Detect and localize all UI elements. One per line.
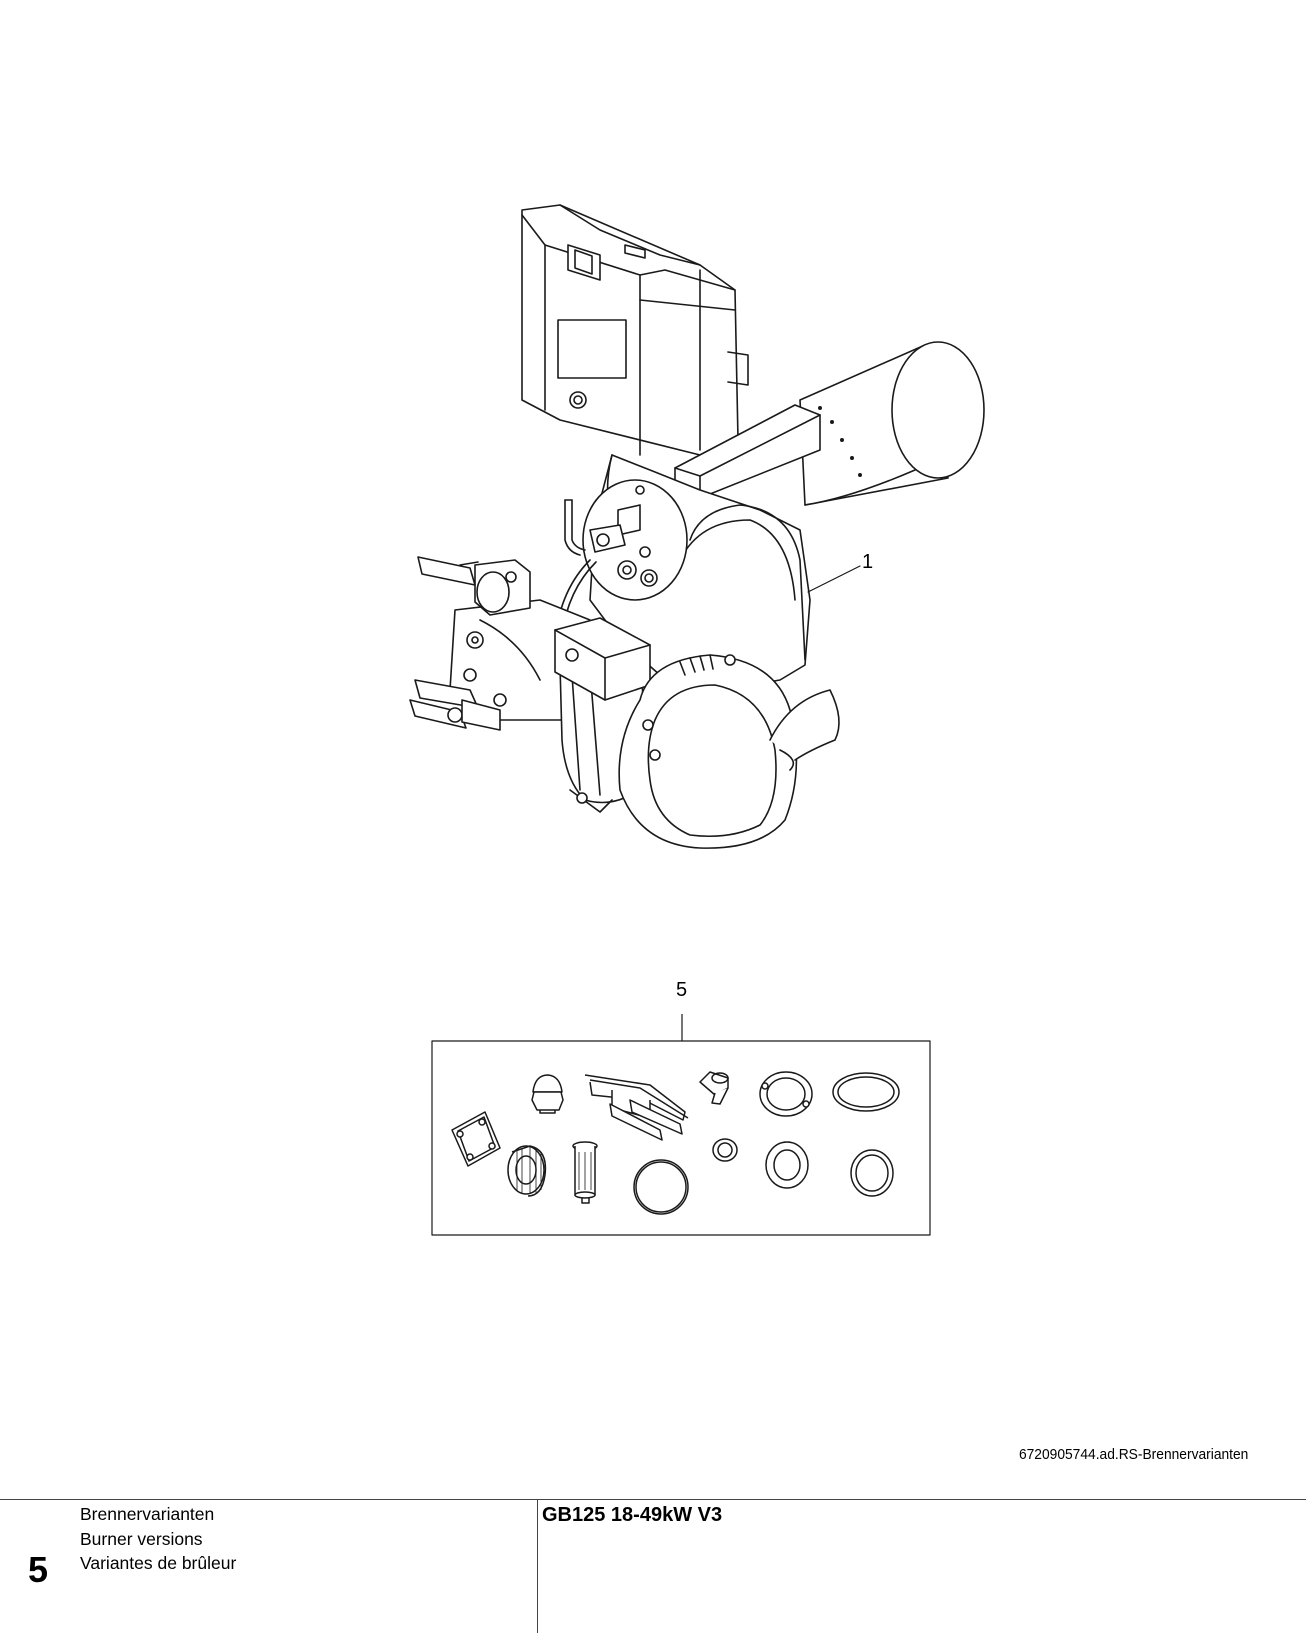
title-french: Variantes de brûleur (80, 1553, 237, 1573)
drawing-reference: 6720905744.ad.RS-Brennervarianten (1018, 1446, 1248, 1463)
section-titles: Brennervarianten Burner versions Variant… (80, 1502, 236, 1576)
sealing-ring-part (850, 1149, 894, 1197)
title-german: Brennervarianten (80, 1504, 215, 1524)
small-sealing-ring-part (712, 1138, 738, 1162)
page-number: 5 (28, 1549, 49, 1590)
callout-label-5: 5 (676, 979, 688, 1001)
large-o-ring-part (832, 1072, 900, 1112)
coupling-part (507, 1145, 547, 1197)
flat-washer-part (765, 1141, 809, 1189)
flange-gasket-part (759, 1071, 813, 1117)
oil-filter-part (572, 1141, 598, 1204)
air-intake (618, 654, 840, 849)
thin-o-ring-part (633, 1159, 689, 1215)
callout-leader-1 (807, 565, 861, 593)
solenoid-valve (417, 556, 531, 616)
blast-tube (799, 341, 985, 506)
burner-assembly (409, 204, 985, 849)
oil-hoses (409, 679, 501, 731)
model-title: GB125 18-49kW V3 (542, 1504, 723, 1526)
bolt-part (699, 1071, 729, 1105)
service-kit (431, 1014, 931, 1236)
footer-rule (0, 1499, 1306, 1500)
footer-divider (537, 1499, 538, 1633)
ignition-electrode-part (584, 1074, 689, 1141)
nozzle-part (531, 1074, 564, 1114)
pump-gasket-part (451, 1111, 501, 1167)
kit-frame (431, 1040, 931, 1236)
callout-label-1: 1 (862, 551, 874, 573)
control-unit (521, 204, 749, 456)
title-english: Burner versions (80, 1528, 203, 1549)
nozzle-holder-plate (582, 479, 688, 601)
